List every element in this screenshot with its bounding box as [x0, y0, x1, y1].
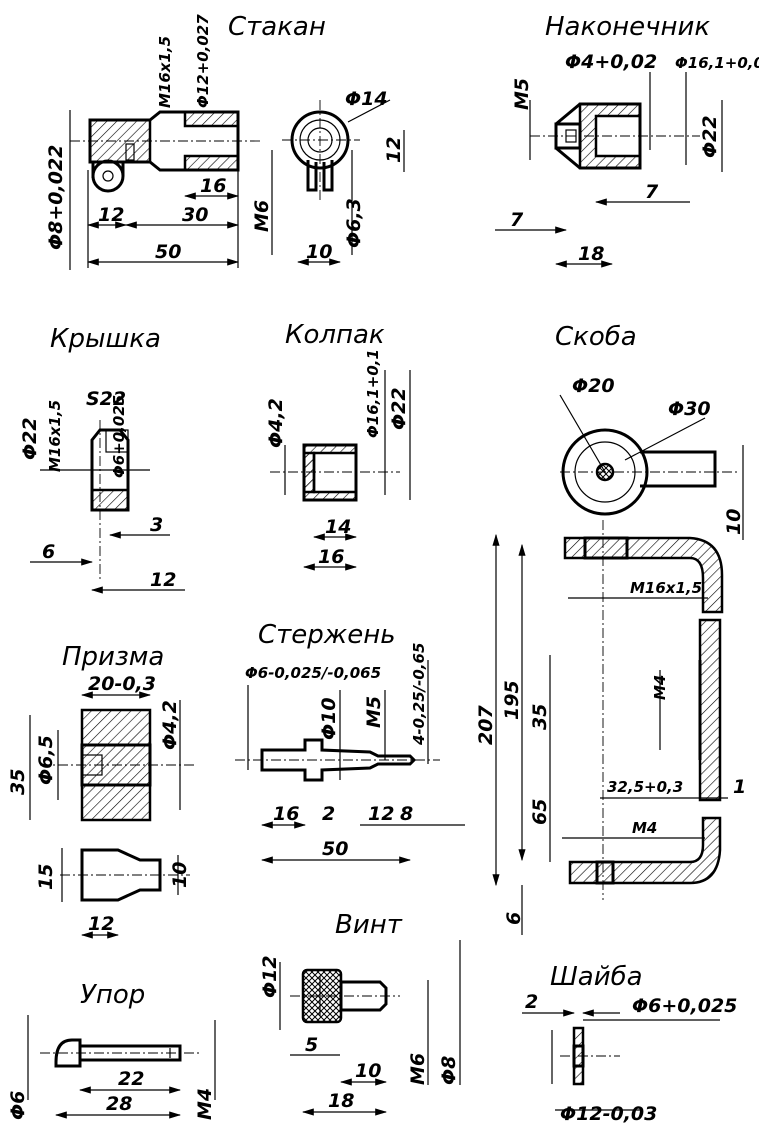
dim-skoba-m4a: М4: [651, 675, 669, 700]
dim-skoba-6: 6: [503, 912, 525, 925]
dim-kol-d161: Φ16,1+0,1: [364, 349, 382, 438]
dim-kol-d42: Φ4,2: [265, 398, 287, 448]
part-prizma: Призма 20-0,3 Φ4,2 35 Φ6,5 15 10 12: [7, 642, 195, 939]
dim-kr-6: 6: [42, 541, 55, 563]
dim-skoba-195: 195: [501, 680, 523, 720]
dim-st-50: 50: [322, 838, 348, 860]
title-upor: Упор: [80, 980, 145, 1010]
part-skoba: Скоба Φ20 Φ30 10 М16х1,5 207 195 35 М4 3…: [475, 322, 746, 935]
part-sterzhen: Стержень Φ6-0,025/-0,065 Φ10 М5 4-0,25/-…: [235, 620, 465, 864]
dim-upor-28: 28: [106, 1093, 132, 1115]
dim-kr-m16: М16х1,5: [46, 400, 64, 472]
dim-skoba-65: 65: [529, 799, 551, 825]
dim-stakan-m6: М6: [251, 200, 273, 232]
part-nakonechnik: Наконечник Φ22 Φ16,1+0,022 Φ4+0,02 М5 7 …: [495, 12, 759, 268]
dim-pr-12: 12: [88, 913, 114, 935]
dim-pr-d65: Φ6,5: [35, 735, 57, 785]
dim-skoba-d30: Φ30: [668, 398, 711, 420]
dim-skoba-207: 207: [475, 705, 497, 745]
dim-stakan-d63: Φ6,3: [343, 198, 365, 248]
dim-stakan-d12: Φ12+0,027: [194, 14, 212, 108]
part-stakan: Стакан 50 30 12 16 М16х1,5 Φ12+0,027 Φ8+…: [45, 12, 405, 270]
dim-stakan-d14: Φ14: [345, 88, 388, 110]
dim-stakan-12: 12: [98, 204, 124, 226]
dim-pr-15: 15: [35, 864, 57, 890]
dim-nak-7b: 7: [510, 209, 524, 231]
dim-kr-3: 3: [150, 514, 163, 536]
dim-nak-18: 18: [578, 243, 604, 265]
dim-st-12: 12: [368, 803, 394, 825]
title-sterzhen: Стержень: [258, 620, 396, 650]
title-shaiba: Шайба: [550, 962, 643, 992]
dim-stakan-m16: М16х1,5: [156, 36, 174, 108]
dim-upor-m4: М4: [194, 1088, 216, 1120]
dim-upor-d6: Φ6: [7, 1091, 29, 1120]
dim-skoba-m16: М16х1,5: [630, 579, 702, 597]
dim-st-d10: Φ10: [318, 697, 340, 740]
part-vint: Винт Φ12 5 10 18 М6 Φ8: [259, 910, 461, 1116]
dim-st-16: 16: [273, 803, 299, 825]
dim-upor-22: 22: [118, 1068, 144, 1090]
dim-vint-m6: М6: [407, 1053, 429, 1085]
dim-st-m5: М5: [363, 696, 385, 728]
dim-sh-d6: Φ6+0,025: [632, 995, 737, 1017]
dim-sh-2: 2: [525, 991, 538, 1013]
title-stakan: Стакан: [228, 12, 326, 42]
dim-st-d6: Φ6-0,025/-0,065: [245, 664, 381, 682]
dim-skoba-m4b: М4: [632, 819, 657, 837]
dim-vint-18: 18: [328, 1090, 354, 1112]
dim-kol-14: 14: [325, 516, 351, 538]
part-shaiba: Шайба 2 Φ6+0,025 Φ12-0,03: [522, 962, 737, 1125]
dim-stakan-30: 30: [182, 204, 208, 226]
dim-skoba-35: 35: [529, 704, 551, 730]
dim-st-2: 2: [322, 803, 335, 825]
dim-pr-20: 20-0,3: [88, 673, 156, 695]
dim-pr-d42: Φ4,2: [159, 700, 181, 750]
dim-st-4: 4-0,25/-0,65: [410, 643, 428, 746]
dim-skoba-10: 10: [723, 509, 745, 535]
dim-stakan-12b: 12: [383, 137, 405, 163]
dim-pr-10: 10: [169, 862, 191, 888]
dim-vint-10: 10: [355, 1060, 381, 1082]
dim-vint-d12: Φ12: [259, 955, 281, 998]
dim-nak-m5: М5: [511, 78, 533, 110]
title-prizma: Призма: [62, 642, 164, 672]
dim-kr-12: 12: [150, 569, 176, 591]
title-skoba: Скоба: [555, 322, 637, 352]
title-kryshka: Крышка: [50, 324, 161, 354]
dim-nak-7a: 7: [645, 181, 659, 203]
dim-nak-d161: Φ16,1+0,022: [675, 54, 759, 72]
part-kryshka: Крышка Φ22 М16х1,5 S22 Φ6+0,025 3 6 12: [19, 324, 185, 594]
dim-kol-16: 16: [318, 546, 344, 568]
title-vint: Винт: [335, 910, 403, 940]
part-upor: Упор Φ6 22 28 М4: [7, 980, 216, 1120]
dim-kr-d22: Φ22: [19, 417, 41, 460]
dim-nak-d4: Φ4+0,02: [565, 51, 657, 73]
dim-stakan-16: 16: [200, 175, 226, 197]
dim-vint-5: 5: [305, 1034, 318, 1056]
part-kolpak: Колпак Φ4,2 Φ16,1+0,1 Φ22 14 16: [265, 320, 411, 571]
dim-stakan-50: 50: [155, 241, 181, 263]
title-kolpak: Колпак: [285, 320, 385, 350]
dim-stakan-d8: Φ8+0,022: [45, 145, 67, 250]
dim-kr-s22: S22: [86, 388, 126, 410]
dim-vint-d8: Φ8: [438, 1056, 460, 1085]
dim-sh-d12: Φ12-0,03: [560, 1103, 657, 1125]
dim-stakan-10: 10: [306, 241, 332, 263]
dim-st-8: 8: [400, 803, 413, 825]
dim-skoba-d20: Φ20: [572, 375, 615, 397]
dim-pr-35: 35: [7, 769, 29, 795]
dim-kr-d6: Φ6+0,025: [110, 395, 128, 478]
dim-skoba-325: 32,5+0,3: [607, 778, 683, 796]
title-nakonechnik: Наконечник: [545, 12, 710, 42]
dim-skoba-1: 1: [733, 776, 746, 798]
dim-kol-d22: Φ22: [388, 387, 410, 430]
dim-nak-d22: Φ22: [699, 115, 721, 158]
